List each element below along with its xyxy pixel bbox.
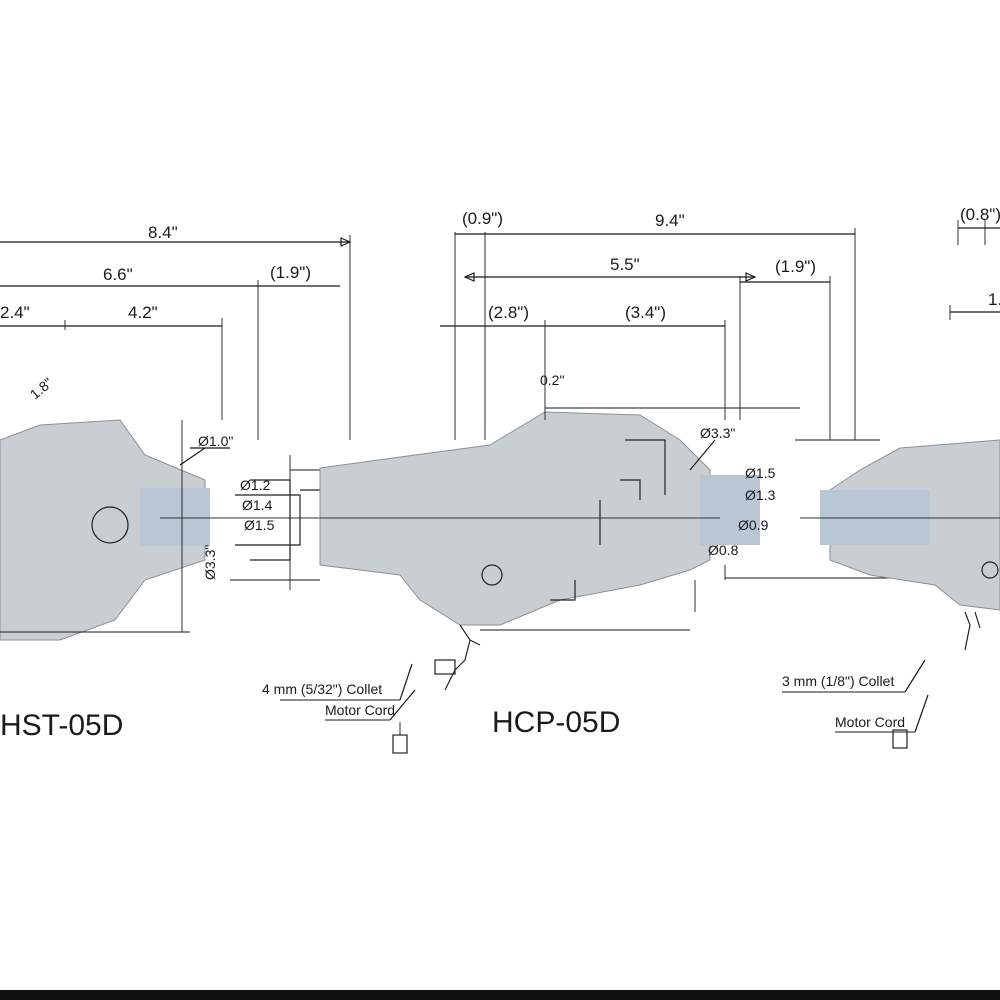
left-tool-body (0, 419, 206, 641)
left-tail-dim: (1.9") (270, 263, 311, 282)
left-body-dim: 6.6" (103, 265, 133, 284)
callout-motor-right: Motor Cord (835, 714, 905, 730)
right-dimensions: (0.8") 1.1" (949, 205, 1000, 320)
mid-offset-dim: (0.9") (462, 209, 503, 228)
middle-callouts: 4 mm (5/32") Collet Motor Cord (262, 663, 416, 754)
mid-stack-4: Ø0.8 (708, 542, 739, 558)
mid-body-dim: 5.5" (610, 255, 640, 274)
left-bottom-dim: Ø3.3" (202, 545, 218, 580)
left-stack-3: Ø1.5 (244, 517, 275, 533)
middle-tool (319, 411, 760, 691)
middle-dimensions: (0.9") 9.4" 5.5" (1.9") (2.8") (3.4") 0.… (440, 209, 1000, 631)
middle-cord (444, 624, 481, 691)
left-model-label: HST-05D (0, 709, 123, 742)
mid-stack-2: Ø1.3 (745, 487, 776, 503)
middle-model-label: HCP-05D (492, 706, 620, 739)
mid-stack-3: Ø0.9 (738, 517, 769, 533)
callout-collet-right: 3 mm (1/8") Collet (782, 673, 894, 689)
mid-tail-dim: (1.9") (775, 257, 816, 276)
right-callouts: 3 mm (1/8") Collet Motor Cord (782, 659, 929, 749)
right-cord (964, 611, 981, 651)
left-tool-nose (140, 488, 210, 546)
bottom-border-bar (0, 990, 1000, 1000)
left-stack-1: Ø1.2 (240, 477, 271, 493)
mid-dia-dim: Ø3.3" (700, 425, 735, 441)
left-tool-knob (91, 506, 129, 544)
middle-tool-nose (700, 475, 760, 545)
callout-motor-left: Motor Cord (325, 702, 395, 718)
middle-tool-knob (481, 564, 503, 586)
right-tool (800, 439, 1000, 651)
left-angle-dim: 1.8" (27, 374, 56, 402)
left-overall-dim: 8.4" (148, 223, 178, 242)
mid-angle-dim: 0.2" (540, 372, 564, 388)
mid-overall-dim: 9.4" (655, 211, 685, 230)
callout-collet-left: 4 mm (5/32") Collet (262, 681, 382, 697)
right-a-dim: 1.1" (988, 290, 1000, 309)
left-stack-2: Ø1.4 (242, 497, 273, 513)
mid-b-dim: (3.4") (625, 303, 666, 322)
middle-steps (550, 439, 666, 601)
left-dia-dim: Ø1.0" (198, 433, 233, 449)
left-b-dim: 4.2" (128, 303, 158, 322)
left-a-dim: 2.4" (0, 303, 30, 322)
left-dimensions: 8.4" 6.6" (1.9") 2.4" 4.2" 1.8" Ø1.0" Ø1… (0, 223, 352, 633)
right-top-dim: (0.8") (960, 205, 1000, 224)
mid-a-dim: (2.8") (488, 303, 529, 322)
mid-stack-1: Ø1.5 (745, 465, 776, 481)
